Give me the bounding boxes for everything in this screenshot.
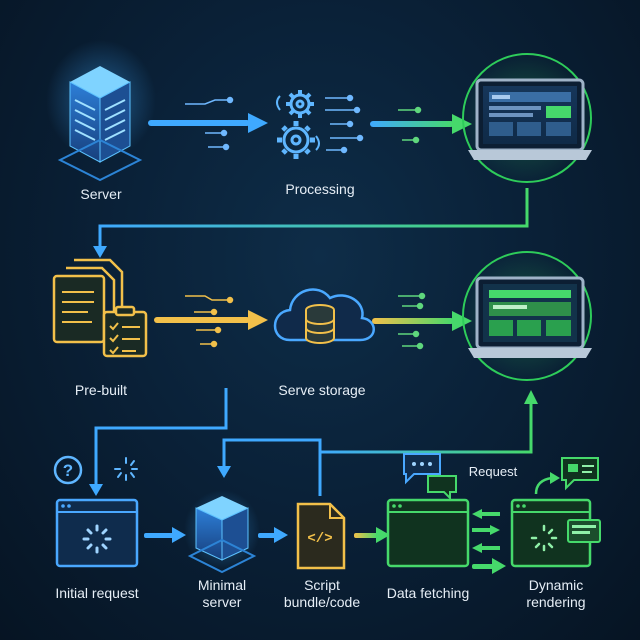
documents-icon xyxy=(52,258,148,358)
dashboard-bubble-icon xyxy=(561,457,599,491)
question-icon: ? xyxy=(53,455,83,485)
label-script-bundle: Script bundle/code xyxy=(283,577,361,610)
server-icon xyxy=(46,40,156,182)
label-minimal-server: Minimal server xyxy=(197,577,247,610)
arrow-server-to-script xyxy=(258,527,288,543)
data-window-icon xyxy=(386,498,470,568)
signal-lines-icon xyxy=(398,106,422,144)
label-serve-storage: Serve storage xyxy=(278,382,366,398)
request-arrows-icon xyxy=(472,509,500,553)
connector-to-laptop xyxy=(318,390,538,496)
connector-to-prebuilt xyxy=(93,188,529,258)
signal-lines-icon xyxy=(398,292,426,350)
arrow-request-to-server xyxy=(144,527,186,543)
label-request: Request xyxy=(468,464,518,479)
gears-icon xyxy=(276,90,320,159)
curved-arrow-icon xyxy=(534,472,560,495)
signal-lines-icon xyxy=(185,295,234,348)
signal-lines-icon xyxy=(325,94,364,154)
browser-window-icon xyxy=(55,498,139,568)
connector-to-initial-request xyxy=(89,388,228,496)
laptop-icon xyxy=(461,250,593,382)
arrow-storage-to-laptop xyxy=(372,311,472,331)
label-processing: Processing xyxy=(285,181,355,197)
label-data-fetching: Data fetching xyxy=(386,585,470,601)
code-glyph: </> xyxy=(307,531,332,547)
chat-bubbles-icon xyxy=(403,453,457,501)
question-mark: ? xyxy=(63,461,73,480)
render-window-icon xyxy=(510,498,601,568)
spinner-icon xyxy=(114,457,138,481)
arrow-server-to-processing xyxy=(148,113,268,133)
signal-lines-icon xyxy=(185,96,234,151)
arrow-processing-to-laptop xyxy=(370,114,472,134)
label-prebuilt: Pre-built xyxy=(74,382,128,398)
label-server: Server xyxy=(80,186,122,202)
laptop-icon xyxy=(461,52,593,184)
label-initial-request: Initial request xyxy=(55,585,139,601)
arrow-fetch-to-render xyxy=(472,558,506,574)
cloud-storage-icon xyxy=(273,288,375,344)
minimal-server-icon xyxy=(184,490,260,574)
arrow-script-to-data xyxy=(354,527,390,543)
code-file-icon: </> xyxy=(296,502,346,570)
connector-to-minimal-server xyxy=(217,438,322,496)
arrow-prebuilt-to-storage xyxy=(154,310,268,330)
label-dynamic-rendering: Dynamic rendering xyxy=(526,577,586,610)
